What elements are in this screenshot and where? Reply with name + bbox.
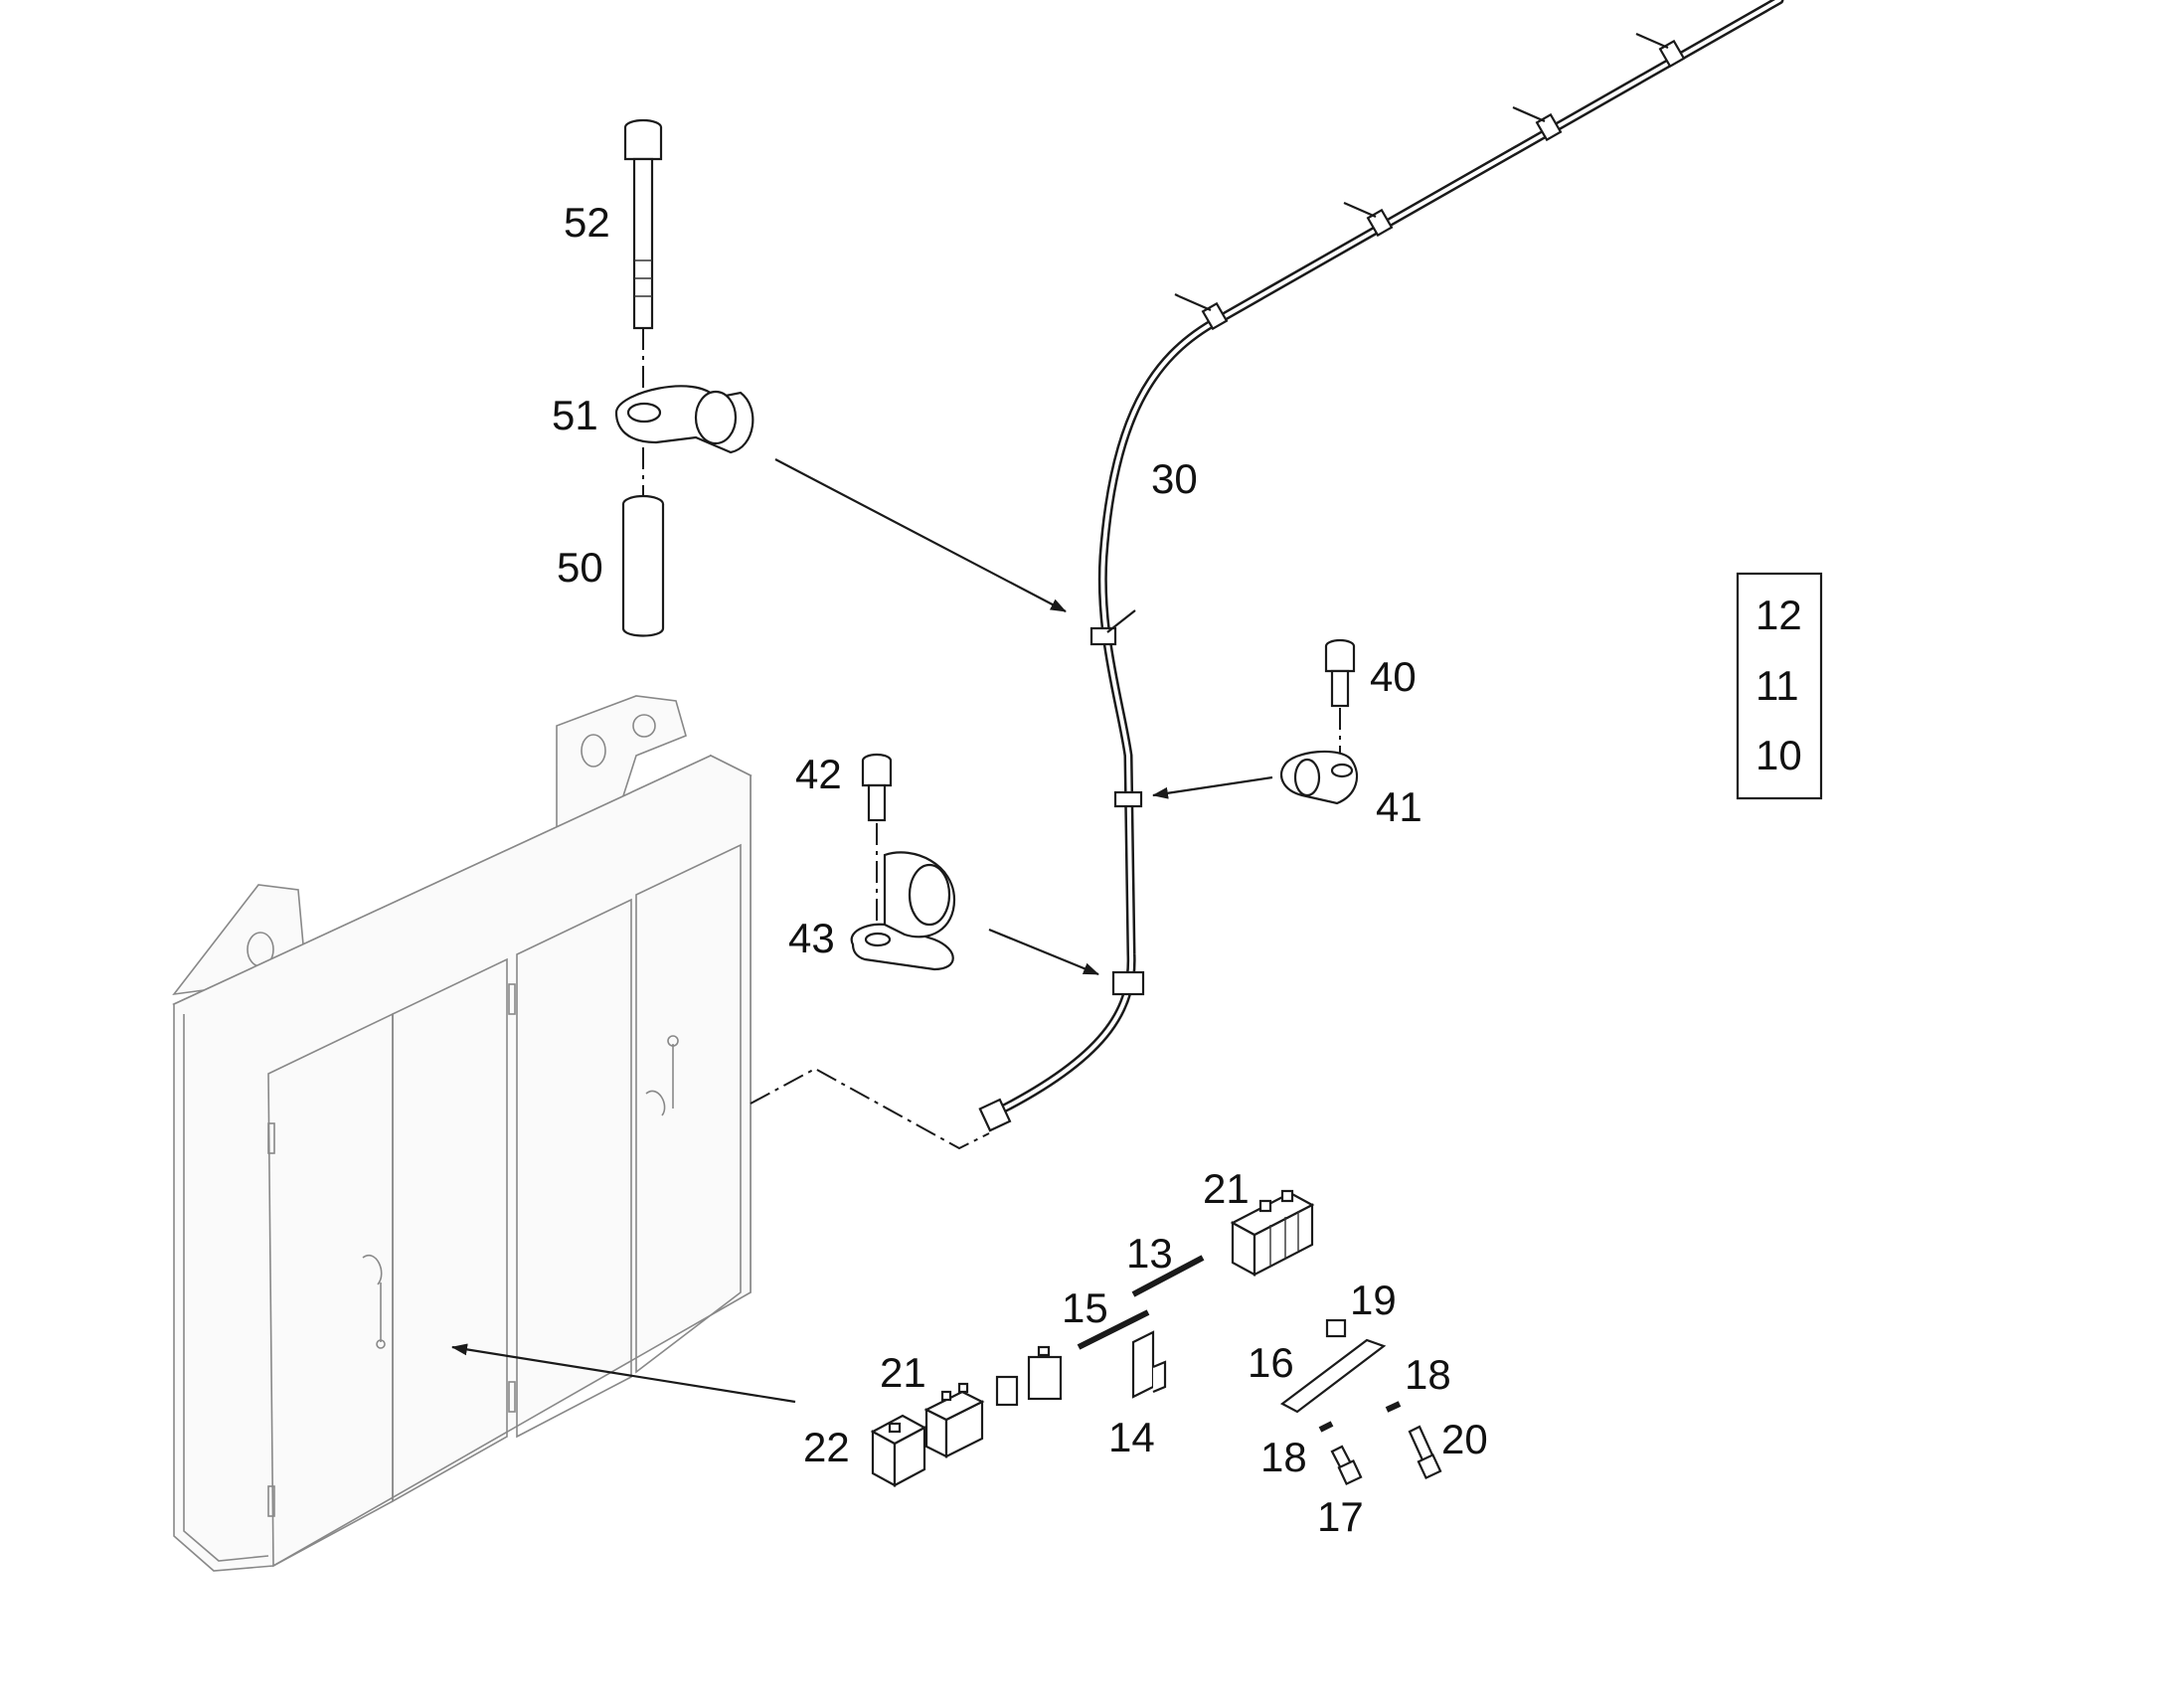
callout-30: 30 (1151, 455, 1198, 502)
callout-10: 10 (1755, 732, 1802, 778)
callout-40: 40 (1370, 653, 1417, 700)
part-13-rail (1131, 1255, 1205, 1297)
callout-17: 17 (1317, 1493, 1364, 1540)
part-17-screw (1330, 1445, 1363, 1485)
cabinet-edge (183, 1014, 269, 1562)
part-16-bracket (1279, 1338, 1387, 1414)
upper-bracket (556, 695, 687, 1005)
door-hinge (508, 983, 516, 1015)
callout-52: 52 (564, 199, 610, 246)
callout-21-upper: 21 (1203, 1165, 1250, 1212)
terminal-blocks-small (995, 1345, 1063, 1407)
callout-16: 16 (1248, 1339, 1294, 1386)
cabinet-door (635, 843, 742, 1374)
callout-20: 20 (1441, 1416, 1488, 1462)
variant-box (1736, 572, 1823, 800)
cable-clips (978, 32, 1686, 1132)
part-14-end-bracket (1131, 1330, 1167, 1399)
clip-41 (1113, 790, 1143, 808)
callout-12: 12 (1755, 592, 1802, 638)
callout-50: 50 (557, 544, 603, 591)
callout-22: 22 (803, 1424, 850, 1470)
leader-arrow (451, 1343, 796, 1404)
callout-21-lower: 21 (880, 1349, 926, 1396)
bracket-hole (632, 714, 656, 738)
cable-gland (978, 1098, 1012, 1132)
leader-arrow (1152, 775, 1273, 799)
bracket-hole (581, 734, 606, 768)
door-handle (376, 1339, 386, 1349)
leader-arrow (774, 458, 1067, 612)
leader-arrow (988, 928, 1099, 976)
part-21-terminal-block-upper (1230, 1189, 1315, 1277)
door-hinge (267, 1485, 275, 1517)
cabinet-front (173, 755, 752, 1572)
door-handle (667, 1035, 679, 1047)
part-43-clamp (850, 851, 956, 971)
part-19-nut (1325, 1318, 1347, 1338)
door-hinge (267, 1122, 275, 1154)
callout-19: 19 (1350, 1277, 1397, 1323)
cable-30 (989, 0, 1784, 1118)
door-handle (362, 1255, 383, 1285)
part-51-clamp (614, 385, 754, 454)
control-cabinet (172, 695, 752, 1572)
part-52-bolt (623, 118, 663, 330)
part-18-washer (1385, 1401, 1402, 1413)
callout-18-left: 18 (1260, 1434, 1307, 1480)
part-21-terminal-block-lower (923, 1382, 985, 1458)
callout-18-right: 18 (1405, 1351, 1451, 1398)
cabinet-door (392, 957, 508, 1503)
part-15-rail (1077, 1309, 1150, 1350)
connection-line (750, 1067, 990, 1150)
part-18-washer (1318, 1421, 1334, 1433)
part-40-screw (1324, 638, 1356, 708)
callout-43: 43 (788, 915, 835, 961)
clip-43 (1111, 970, 1145, 996)
callout-41: 41 (1376, 783, 1422, 830)
callout-14: 14 (1108, 1414, 1155, 1460)
door-hinge (508, 1381, 516, 1413)
callout-11: 11 (1755, 662, 1799, 709)
part-50-spacer (621, 494, 665, 637)
part-22-terminal-block (870, 1414, 927, 1487)
part-20-screw (1408, 1425, 1442, 1479)
cabinet-door (516, 898, 632, 1439)
part-41-clamp (1279, 750, 1359, 805)
callout-13: 13 (1126, 1230, 1173, 1277)
callout-15: 15 (1062, 1284, 1108, 1331)
part-42-screw (861, 753, 893, 822)
callout-labels: 52 51 50 30 40 41 42 43 12 11 10 21 13 1… (552, 199, 1802, 1540)
door-handle (645, 1090, 666, 1116)
callout-42: 42 (795, 751, 842, 797)
callout-51: 51 (552, 392, 598, 438)
